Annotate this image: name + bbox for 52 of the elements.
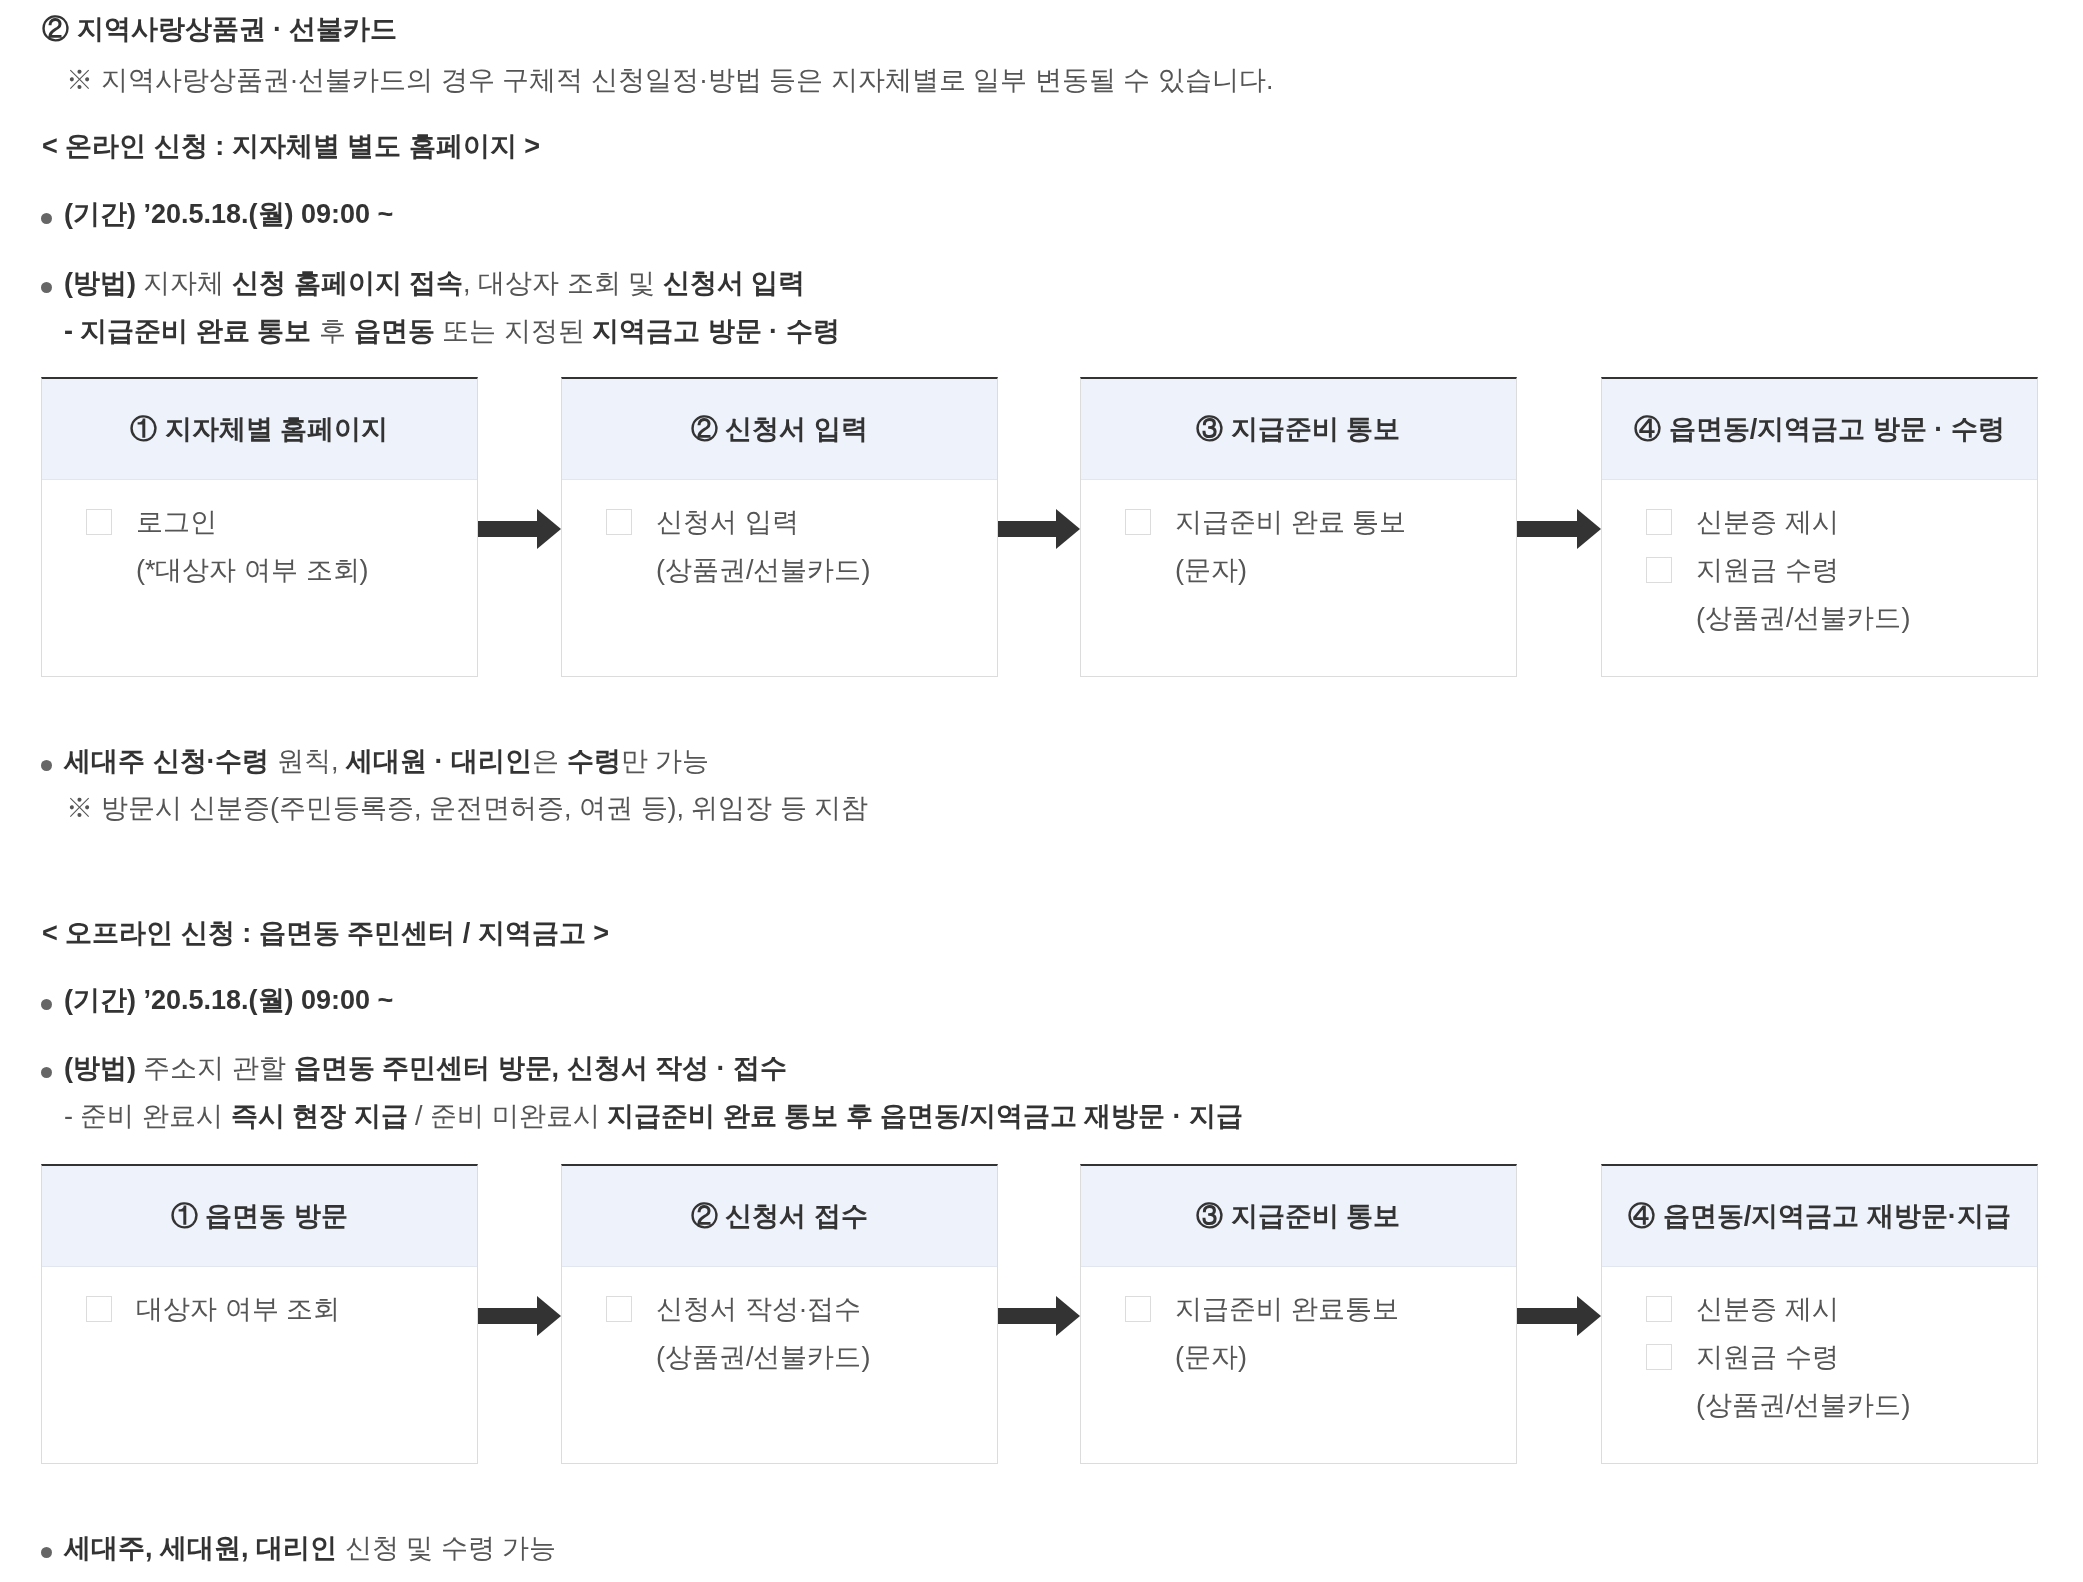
bullet-text: 세대주 신청·수령 원칙, 세대원 · 대리인은 수령만 가능 <box>64 745 710 778</box>
bullet-text: (기간) ’20.5.18.(월) 09:00 ~ <box>64 984 394 1017</box>
step-item: (문자) <box>1175 554 1247 587</box>
step-item: 지급준비 완료 통보 <box>1175 506 1406 539</box>
step-item: (*대상자 여부 조회) <box>136 554 369 587</box>
step-item: (문자) <box>1175 1341 1247 1374</box>
step-box <box>1601 1164 2038 1464</box>
step-box <box>41 377 478 677</box>
step-heading: ④ 읍면동/지역금고 재방문·지급 <box>1627 1200 2012 1233</box>
step-box <box>1080 377 1517 677</box>
step-item: 지원금 수령 <box>1696 554 1839 587</box>
step-item: (상품권/선불카드) <box>1696 602 1911 635</box>
bullet-text: (방법) 주소지 관할 읍면동 주민센터 방문, 신청서 작성 · 접수 <box>64 1052 787 1085</box>
step-item: 신분증 제시 <box>1696 506 1839 539</box>
step-item: (상품권/선불카드) <box>656 1341 871 1374</box>
bullet-text: 세대주, 세대원, 대리인 신청 및 수령 가능 <box>64 1532 557 1565</box>
step-box <box>1080 1164 1517 1464</box>
note-text: ※ 방문시 신분증(주민등록증, 운전면허증, 여권 등), 위임장 등 지참 <box>66 792 869 825</box>
step-heading: ④ 읍면동/지역금고 방문 · 수령 <box>1633 413 2006 446</box>
step-item: 신분증 제시 <box>1696 1293 1839 1326</box>
step-item: 대상자 여부 조회 <box>136 1293 340 1326</box>
section-title: ② 지역사랑상품권 · 선불카드 <box>42 13 398 46</box>
arrow <box>478 509 561 549</box>
bullet-text: (방법) 지자체 신청 홈페이지 접속, 대상자 조회 및 신청서 입력 <box>64 267 806 300</box>
step-box <box>561 377 998 677</box>
step-heading: ③ 지급준비 통보 <box>1195 1200 1402 1233</box>
step-item: 신청서 입력 <box>656 506 799 539</box>
step-item: 지원금 수령 <box>1696 1341 1839 1374</box>
step-item: 신청서 작성·접수 <box>656 1293 862 1326</box>
step-heading: ① 지자체별 홈페이지 <box>129 413 390 446</box>
step-box <box>561 1164 998 1464</box>
arrow <box>998 509 1080 549</box>
bullet-text: (기간) ’20.5.18.(월) 09:00 ~ <box>64 198 394 231</box>
note-text: ※ 지역사랑상품권·선불카드의 경우 구체적 신청일정·방법 등은 지자체별로 일부 변동될 수 있습니다. <box>66 64 1274 97</box>
detail-text: - 준비 완료시 즉시 현장 지급 / 준비 미완료시 지급준비 완료 통보 후 읍면동/지역금고 재방문 · 지급 <box>64 1100 1244 1133</box>
arrow <box>1517 1296 1601 1336</box>
step-item: (상품권/선불카드) <box>1696 1389 1911 1422</box>
arrow <box>478 1296 561 1336</box>
step-item: 지급준비 완료통보 <box>1175 1293 1399 1326</box>
detail-text: - 지급준비 완료 통보 후 읍면동 또는 지정된 지역금고 방문 · 수령 <box>64 315 840 348</box>
subsection-heading: < 온라인 신청 : 지자체별 별도 홈페이지 > <box>42 130 541 163</box>
arrow <box>1517 509 1601 549</box>
subsection-heading: < 오프라인 신청 : 읍면동 주민센터 / 지역금고 > <box>42 917 610 950</box>
step-heading: ③ 지급준비 통보 <box>1195 413 1402 446</box>
step-heading: ① 읍면동 방문 <box>170 1200 349 1233</box>
step-item: (상품권/선불카드) <box>656 554 871 587</box>
step-box <box>41 1164 478 1464</box>
step-box <box>1601 377 2038 677</box>
step-item: 로그인 <box>136 506 217 539</box>
arrow <box>998 1296 1080 1336</box>
step-heading: ② 신청서 입력 <box>690 413 869 446</box>
step-heading: ② 신청서 접수 <box>690 1200 869 1233</box>
